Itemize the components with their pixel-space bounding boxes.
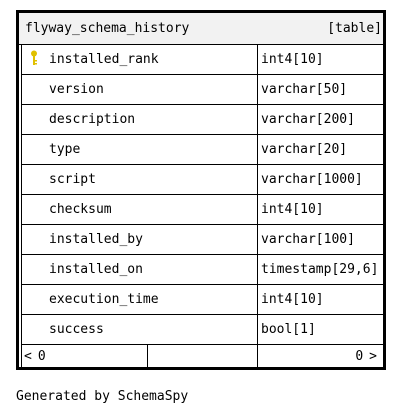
column-name-cell: installed_rank	[22, 45, 258, 74]
column-row: execution_time int4[10]	[22, 285, 383, 315]
column-type-cell: int4[10]	[258, 45, 383, 74]
parents-count-cell[interactable]: < 0	[22, 345, 148, 367]
column-type-cell: int4[10]	[258, 195, 383, 224]
column-type: bool[1]	[261, 322, 316, 337]
column-row: checksum int4[10]	[22, 195, 383, 225]
column-type-cell: timestamp[29,6]	[258, 255, 383, 284]
footer-spacer-cell	[148, 345, 258, 367]
table-footer: < 0 0 >	[22, 345, 383, 367]
column-row: script varchar[1000]	[22, 165, 383, 195]
column-type: varchar[100]	[261, 232, 355, 247]
column-type: timestamp[29,6]	[261, 262, 379, 277]
parents-arrow-icon: <	[24, 348, 32, 364]
key-icon	[31, 50, 37, 65]
column-row: type varchar[20]	[22, 135, 383, 165]
column-type-cell: varchar[100]	[258, 225, 383, 254]
column-name-cell: version	[22, 75, 258, 104]
children-count: 0	[355, 348, 364, 364]
column-name: installed_rank	[49, 52, 159, 67]
column-type-cell: varchar[50]	[258, 75, 383, 104]
table-kind: [table]	[327, 21, 382, 36]
column-type: varchar[20]	[261, 142, 348, 157]
column-name-cell: type	[22, 135, 258, 164]
column-name: success	[49, 322, 104, 337]
column-type: varchar[200]	[261, 112, 355, 127]
column-name: execution_time	[49, 292, 159, 307]
column-type: varchar[1000]	[261, 172, 363, 187]
column-row: version varchar[50]	[22, 75, 383, 105]
column-name: version	[49, 82, 104, 97]
column-name-cell: installed_by	[22, 225, 258, 254]
table-name: flyway_schema_history	[25, 21, 190, 36]
column-name: type	[49, 142, 81, 157]
column-name: installed_by	[49, 232, 143, 247]
column-list: installed_rank int4[10] version varchar[…	[21, 45, 383, 367]
column-type: int4[10]	[261, 292, 324, 307]
column-name: installed_on	[49, 262, 143, 277]
column-type-cell: int4[10]	[258, 285, 383, 314]
column-type-cell: varchar[1000]	[258, 165, 383, 194]
column-row: description varchar[200]	[22, 105, 383, 135]
column-row: installed_by varchar[100]	[22, 225, 383, 255]
column-name: checksum	[49, 202, 112, 217]
parents-count: 0	[37, 348, 46, 364]
column-name-cell: execution_time	[22, 285, 258, 314]
column-row: success bool[1]	[22, 315, 383, 345]
column-name-cell: checksum	[22, 195, 258, 224]
column-type: int4[10]	[261, 52, 324, 67]
column-type-cell: varchar[20]	[258, 135, 383, 164]
column-row: installed_on timestamp[29,6]	[22, 255, 383, 285]
children-arrow-icon: >	[369, 348, 377, 364]
column-name-cell: installed_on	[22, 255, 258, 284]
table-node[interactable]: flyway_schema_history [table] installed_…	[16, 10, 386, 370]
column-name: script	[49, 172, 96, 187]
column-type: int4[10]	[261, 202, 324, 217]
column-row: installed_rank int4[10]	[22, 45, 383, 75]
column-name-cell: script	[22, 165, 258, 194]
children-count-cell[interactable]: 0 >	[258, 345, 383, 367]
column-type: varchar[50]	[261, 82, 348, 97]
generated-by-text: Generated by SchemaSpy	[16, 389, 189, 404]
column-name-cell: description	[22, 105, 258, 134]
column-type-cell: varchar[200]	[258, 105, 383, 134]
table-header: flyway_schema_history [table]	[19, 13, 383, 45]
column-type-cell: bool[1]	[258, 315, 383, 344]
column-name: description	[49, 112, 136, 127]
column-name-cell: success	[22, 315, 258, 344]
